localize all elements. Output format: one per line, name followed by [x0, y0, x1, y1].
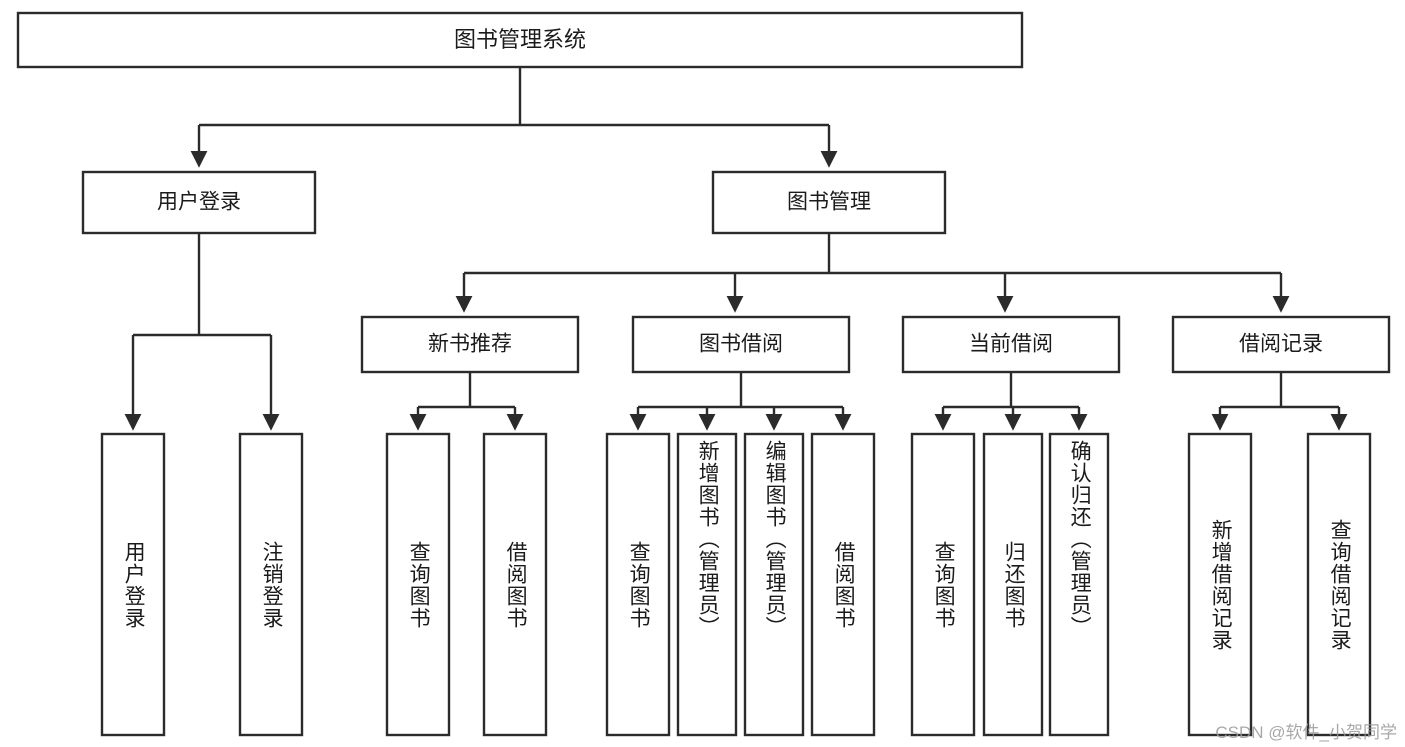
leaf-box-borrow-book[interactable]	[810, 432, 876, 737]
book-borrow-box[interactable]	[631, 315, 851, 374]
root-box[interactable]	[16, 11, 1024, 69]
borrow-record-box[interactable]	[1171, 315, 1391, 374]
current-borrow-label: 当前借阅	[969, 333, 1053, 356]
book-manage-label: 图书管理	[787, 191, 871, 214]
leaf-box-confirm-return[interactable]	[1048, 432, 1110, 737]
node-new-book-rec[interactable]: 新书推荐	[360, 315, 580, 374]
root-label: 图书管理系统	[454, 27, 586, 52]
leaf-box-borrow-book-rec[interactable]	[482, 432, 548, 737]
node-user-login[interactable]: 用户登录	[81, 170, 317, 235]
csdn-watermark: CSDN @软件_小贺同学	[1215, 723, 1397, 742]
book-manage-box[interactable]	[711, 170, 947, 235]
leaf-box-query-book-borrow[interactable]	[605, 432, 671, 737]
leaf-box-edit-book[interactable]	[743, 432, 805, 737]
user-login-label: 用户登录	[157, 191, 241, 214]
node-book-borrow[interactable]: 图书借阅	[631, 315, 851, 374]
leaf-box-user-logout[interactable]	[238, 432, 304, 737]
borrow-record-label: 借阅记录	[1239, 333, 1323, 356]
leaf-box-add-record[interactable]	[1187, 432, 1253, 737]
node-book-manage[interactable]: 图书管理	[711, 170, 947, 235]
node-borrow-record[interactable]: 借阅记录	[1171, 315, 1391, 374]
leaf-box-query-book-rec[interactable]	[385, 432, 451, 737]
leaf-box-return-book[interactable]	[982, 432, 1044, 737]
current-borrow-box[interactable]	[901, 315, 1121, 374]
node-root[interactable]: 图书管理系统	[16, 11, 1024, 69]
new-book-rec-label: 新书推荐	[428, 333, 512, 356]
book-borrow-label: 图书借阅	[699, 333, 783, 356]
node-current-borrow[interactable]: 当前借阅	[901, 315, 1121, 374]
new-book-rec-box[interactable]	[360, 315, 580, 374]
leaf-box-add-book[interactable]	[676, 432, 738, 737]
leaf-box-query-book-cur[interactable]	[910, 432, 976, 737]
leaf-box-query-record[interactable]	[1306, 432, 1372, 737]
leaf-box-user-login[interactable]	[100, 432, 166, 737]
